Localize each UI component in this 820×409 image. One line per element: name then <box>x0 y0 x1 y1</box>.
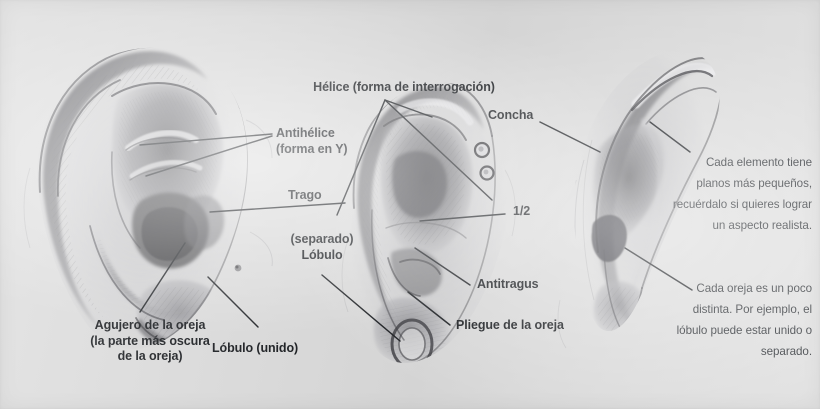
note-planes: Cada elemento tiene planos más pequeños,… <box>606 152 812 236</box>
label-half: 1/2 <box>513 204 531 218</box>
note-variation-line-3: separado. <box>760 345 812 358</box>
note-planes-line-1: planos más pequeños, <box>696 177 812 190</box>
note-variation-line-1: distinta. Por ejemplo, el <box>692 303 812 316</box>
label-ear-fold: Pliegue de la oreja <box>456 318 564 332</box>
note-planes-line-0: Cada elemento tiene <box>705 156 812 169</box>
label-helix: Hélice (forma de interrogación) <box>313 80 495 94</box>
note-variation-line-0: Cada oreja es un poco <box>696 282 812 295</box>
label-antihelix-line2: (forma en Y) <box>276 141 348 156</box>
note-variation-line-2: lóbulo puede estar unido o <box>676 324 812 337</box>
label-lobe-separated-line2: Lóbulo <box>301 247 343 262</box>
label-lobe-separated-line1: (separado) <box>290 232 354 246</box>
ear-front-detailed-drawing <box>23 47 273 350</box>
note-planes-line-2: recuérdalo si quieres lograr <box>672 198 812 211</box>
label-antihelix: Antihélice (forma en Y) <box>276 126 348 157</box>
label-concha: Concha <box>488 108 534 122</box>
note-variation: Cada oreja es un poco distinta. Por ejem… <box>606 278 812 362</box>
label-lobe-attached: Lóbulo (unido) <box>212 341 299 355</box>
label-antihelix-line1: Antihélice <box>276 126 335 140</box>
label-ear-hole-line1: Agujero de la oreja <box>94 318 206 332</box>
note-planes-line-3: un aspecto realista. <box>712 219 812 232</box>
label-tragus: Trago <box>288 188 322 202</box>
label-antitragus: Antitragus <box>477 277 539 291</box>
label-lobe-separated: (separado) Lóbulo <box>276 232 368 263</box>
